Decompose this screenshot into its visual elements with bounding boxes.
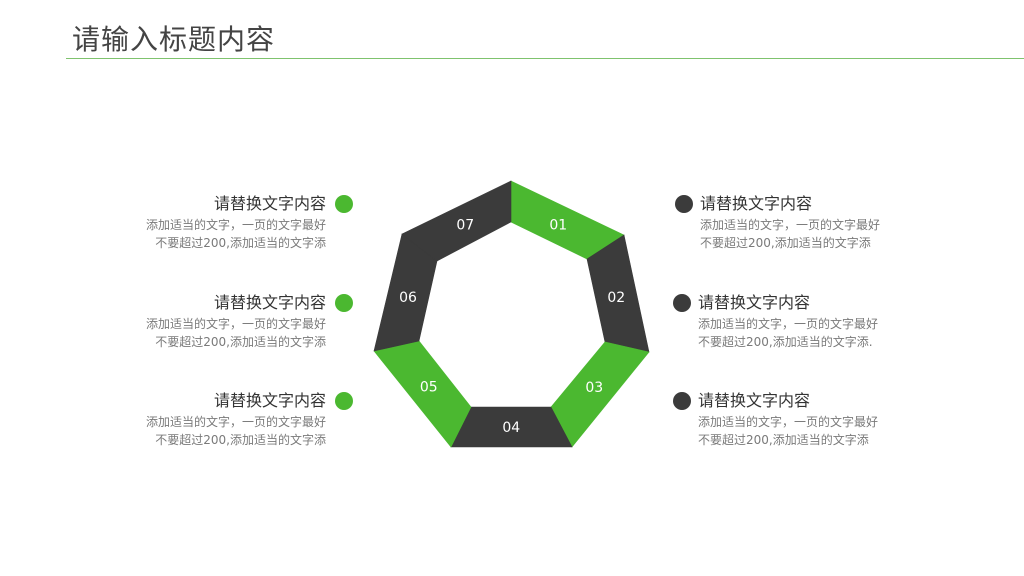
cycle-segment-label-01: 01 <box>549 217 567 233</box>
left-item-2: 请替换文字内容 添加适当的文字，一页的文字最好 不要超过200,添加适当的文字添 <box>66 293 326 351</box>
cycle-segment-label-02: 02 <box>607 290 625 306</box>
right-item-3-dot <box>673 392 691 410</box>
cycle-segment-label-04: 04 <box>502 420 520 436</box>
right-item-2: 请替换文字内容 添加适当的文字，一页的文字最好 不要超过200,添加适当的文字添… <box>698 293 958 351</box>
left-item-2-line1: 添加适当的文字，一页的文字最好 <box>145 317 326 331</box>
left-item-2-line2: 不要超过200,添加适当的文字添 <box>155 335 326 349</box>
right-item-1: 请替换文字内容 添加适当的文字，一页的文字最好 不要超过200,添加适当的文字添 <box>700 194 960 252</box>
page-title: 请输入标题内容 <box>72 23 276 56</box>
left-item-1-dot <box>335 195 353 213</box>
left-item-1-heading: 请替换文字内容 <box>213 194 326 213</box>
cycle-segment-label-06: 06 <box>399 290 417 306</box>
right-item-1-heading: 请替换文字内容 <box>700 194 813 213</box>
left-item-3-line2: 不要超过200,添加适当的文字添 <box>155 433 326 447</box>
cycle-segment-label-07: 07 <box>456 218 474 234</box>
right-item-3-heading: 请替换文字内容 <box>698 391 811 410</box>
left-item-3: 请替换文字内容 添加适当的文字，一页的文字最好 不要超过200,添加适当的文字添 <box>66 391 326 449</box>
right-item-2-heading: 请替换文字内容 <box>698 293 811 312</box>
left-item-3-heading: 请替换文字内容 <box>213 391 326 410</box>
left-item-2-heading: 请替换文字内容 <box>213 293 326 312</box>
left-item-1: 请替换文字内容 添加适当的文字，一页的文字最好 不要超过200,添加适当的文字添 <box>66 194 326 252</box>
cycle-segment-label-05: 05 <box>420 380 438 396</box>
left-item-3-line1: 添加适当的文字，一页的文字最好 <box>145 415 326 429</box>
right-item-2-line2: 不要超过200,添加适当的文字添. <box>698 335 873 349</box>
left-item-1-line1: 添加适当的文字，一页的文字最好 <box>145 218 326 232</box>
right-item-3-line2: 不要超过200,添加适当的文字添 <box>698 433 869 447</box>
right-item-1-dot <box>675 195 693 213</box>
right-item-3: 请替换文字内容 添加适当的文字，一页的文字最好 不要超过200,添加适当的文字添 <box>698 391 958 449</box>
right-item-1-line1: 添加适当的文字，一页的文字最好 <box>700 218 881 232</box>
left-item-1-line2: 不要超过200,添加适当的文字添 <box>155 236 326 250</box>
title-divider <box>66 58 1024 59</box>
left-item-3-dot <box>335 392 353 410</box>
cycle-segment-label-03: 03 <box>585 380 603 396</box>
left-item-2-dot <box>335 294 353 312</box>
right-item-1-line2: 不要超过200,添加适当的文字添 <box>700 236 871 250</box>
right-item-3-line1: 添加适当的文字，一页的文字最好 <box>698 415 879 429</box>
cycle-segment-07 <box>401 180 512 262</box>
right-item-2-line1: 添加适当的文字，一页的文字最好 <box>698 317 879 331</box>
right-item-2-dot <box>673 294 691 312</box>
